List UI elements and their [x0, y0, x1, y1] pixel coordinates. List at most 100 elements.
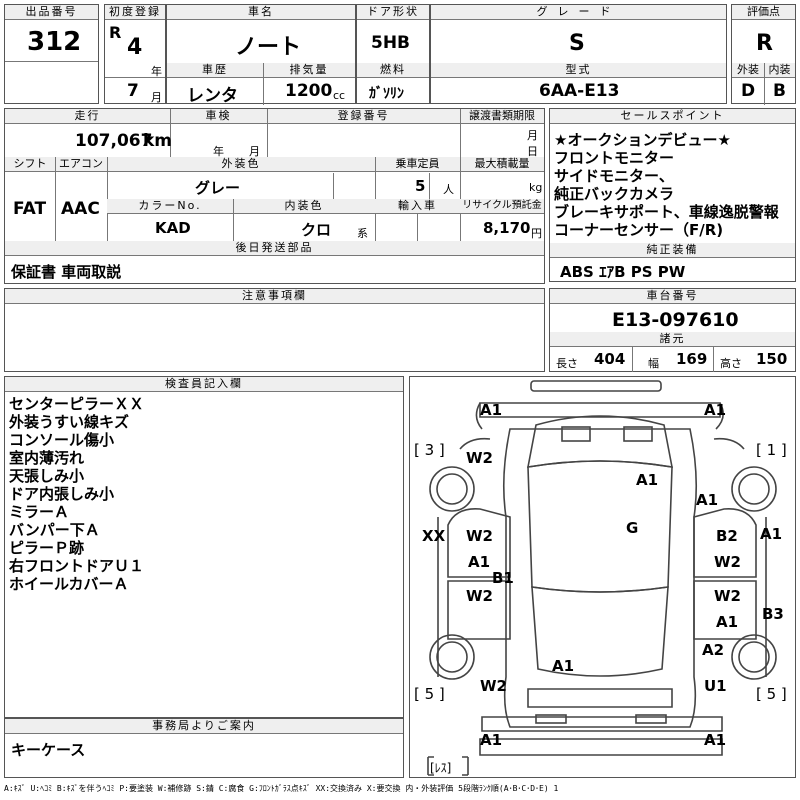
spec-label: 諸元 [550, 332, 795, 347]
grade-box: グレード S 型式 6AA-E13 [430, 4, 727, 104]
mileage-unit: km [143, 131, 173, 151]
import-label: 輸入車 [375, 199, 460, 214]
capacity-label: 乗車定員 [375, 157, 460, 172]
sales-line: サイドモニター、 [554, 167, 674, 185]
grade: S [569, 31, 585, 56]
length: 404 [594, 350, 626, 368]
shift-label: シフト [5, 157, 55, 172]
inspection-year-unit: 年 [213, 145, 224, 158]
height: 150 [756, 350, 788, 368]
model: 6AA-E13 [539, 81, 620, 101]
displacement: 1200 [285, 81, 333, 101]
tire-label: [ 3 ] [414, 441, 445, 459]
ac: AAC [61, 199, 100, 219]
color-label: 外装色 [107, 157, 375, 172]
interior-color-label: 内装色 [233, 199, 375, 214]
grade-label: グレード [431, 5, 726, 20]
sales-line: ブレーキサポート、車線逸脱警報 [554, 203, 779, 221]
inspector-line: センターピラーＸＸ [9, 395, 145, 413]
sales-lines: ★オークションデビュー★ フロントモニター サイドモニター、 純正バックカメラ … [554, 131, 779, 239]
reg-no-label: 登録番号 [267, 109, 460, 124]
car-outline [427, 380, 777, 776]
damage-mark: A1 [704, 731, 727, 749]
sales-box: セールスポイント ★オークションデビュー★ フロントモニター サイドモニター、 … [549, 108, 796, 282]
damage-mark: A1 [468, 553, 491, 571]
inspector-line: ホイールカバーＡ [9, 575, 129, 593]
inspector-line: バンパー下Ａ [9, 521, 100, 539]
color: グレー [195, 179, 241, 197]
interior-color: クロ [301, 221, 332, 239]
damage-mark: A1 [716, 613, 739, 631]
damage-mark: A1 [552, 657, 575, 675]
door: 5HB [371, 33, 411, 53]
damage-mark: G [626, 519, 639, 537]
inspector-line: 右フロントドアＵ１ [9, 557, 145, 575]
reg-month: 7 [127, 81, 139, 101]
month-unit: 月 [151, 91, 162, 104]
damage-mark: W2 [714, 553, 741, 571]
height-label: 高さ [720, 357, 742, 370]
mileage: 107,067 [75, 131, 153, 151]
damage-mark: B2 [716, 527, 738, 545]
inspection-label: 車検 [170, 109, 267, 124]
inspector-line: 外装うすい線キズ [9, 413, 130, 431]
damage-mark: W2 [466, 587, 493, 605]
car-name-label: 車名 [167, 5, 355, 20]
sales-label: セールスポイント [550, 109, 795, 124]
damage-mark: XX [422, 527, 446, 545]
score-box: 評価点 R 外装 内装 D B [731, 4, 796, 105]
fuel: ｶﾞｿﾘﾝ [369, 86, 404, 102]
equipment: ABS ｴｱB PS PW [560, 263, 686, 281]
spare-label: [ﾚｽ] [430, 761, 452, 775]
load-unit: kg [529, 181, 543, 194]
lot-box: 出品番号 312 [4, 4, 99, 104]
office-note: キーケース [11, 741, 86, 759]
width: 169 [676, 350, 708, 368]
history: レンタ [187, 86, 238, 106]
inspector-lines: センターピラーＸＸ 外装うすい線キズ コンソール傷小 室内薄汚れ 天張しみ小 ド… [9, 395, 144, 593]
damage-mark: W2 [466, 527, 493, 545]
header-block: 出品番号 312 初度登録 R 4 年 7 月 車名 ノート 車歴 排気量 レン… [4, 4, 796, 106]
fuel-label: 燃料 [357, 63, 429, 78]
deferred-label: 後日発送部品 [5, 241, 544, 256]
transfer-month-unit: 月 [527, 129, 538, 142]
shift: FAT [13, 199, 47, 219]
inspector-line: ドア内張しみ小 [9, 485, 115, 503]
color-no-label: カラーNo. [107, 199, 233, 214]
length-label: 長さ [556, 357, 578, 370]
spec-block: 走行 車検 登録番号 譲渡書類期限 107,067 km 年 月 月 日 シフト… [4, 108, 545, 284]
sales-line: ★オークションデビュー★ [554, 131, 731, 149]
recycle-label: リサイクル預託金 [460, 199, 544, 214]
mileage-label: 走行 [5, 109, 170, 124]
interior-label: 内装 [764, 63, 795, 78]
interior-color-unit: 系 [357, 227, 368, 240]
inspection-month-unit: 月 [249, 145, 260, 158]
damage-mark: A1 [760, 525, 783, 543]
sales-line: 純正バックカメラ [554, 185, 675, 203]
inspector-line: 室内薄汚れ [9, 449, 85, 467]
history-label: 車歴 [167, 63, 263, 78]
inspector-line: 天張しみ小 [9, 467, 85, 485]
first-reg-label: 初度登録 [105, 5, 165, 20]
damage-mark: A1 [636, 471, 659, 489]
capacity: 5 [415, 177, 426, 195]
reg-year: 4 [127, 35, 143, 60]
score: R [756, 31, 773, 56]
damage-mark: B3 [762, 605, 784, 623]
chassis-number: E13-097610 [612, 309, 739, 331]
ac-label: エアコン [55, 157, 107, 172]
first-reg-box: 初度登録 R 4 年 7 月 [104, 4, 166, 104]
model-label: 型式 [431, 63, 726, 78]
damage-mark: A1 [480, 731, 503, 749]
chassis-box: 車台番号 E13-097610 諸元 長さ 404 幅 169 高さ 150 [549, 288, 796, 372]
lot-number: 312 [27, 27, 82, 57]
inspector-line: ミラーＡ [9, 503, 70, 521]
damage-mark: W2 [714, 587, 741, 605]
damage-mark: A1 [480, 401, 503, 419]
width-label: 幅 [648, 357, 659, 370]
caution-label: 注意事項欄 [5, 289, 544, 304]
caution-box: 注意事項欄 [4, 288, 545, 372]
inspector-line: コンソール傷小 [9, 431, 115, 449]
tire-label: [ 1 ] [756, 441, 787, 459]
sales-line: コーナーセンサー（F/R) [554, 221, 724, 239]
